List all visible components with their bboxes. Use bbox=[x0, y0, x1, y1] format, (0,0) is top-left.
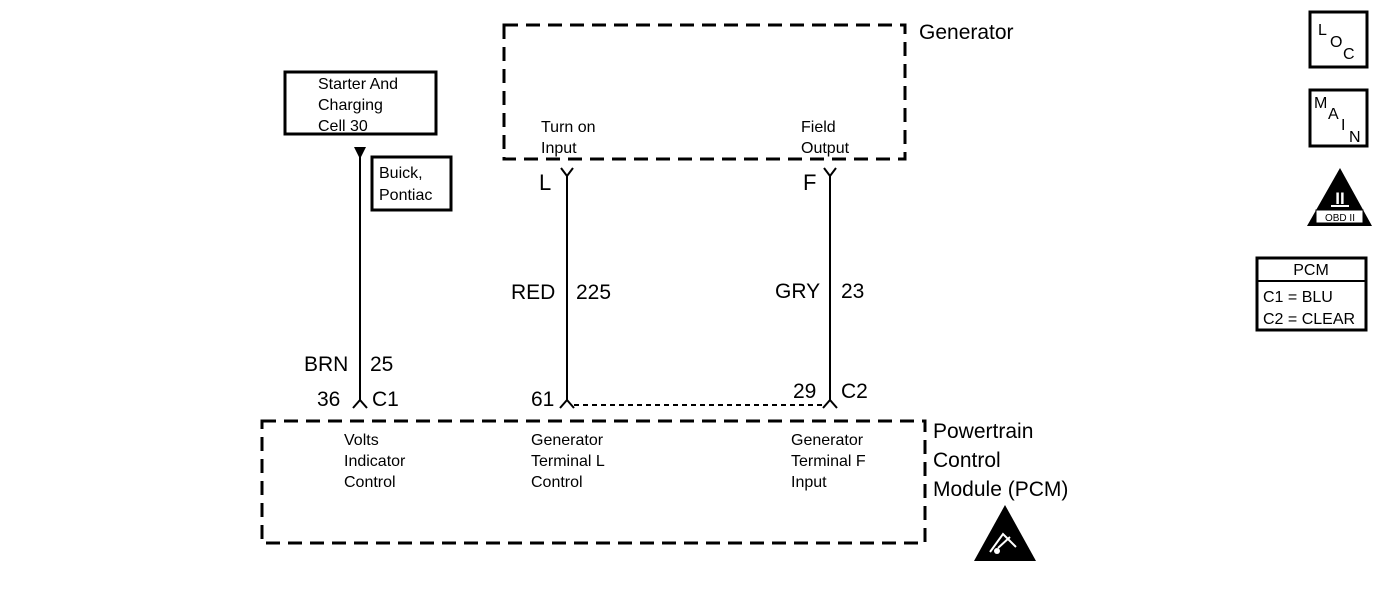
pcm-title-line-1: Powertrain bbox=[933, 420, 1033, 443]
starter-box-line-3: Cell 30 bbox=[318, 118, 368, 135]
generator-title: Generator bbox=[919, 21, 1014, 44]
loc-icon[interactable]: L O C bbox=[1308, 10, 1369, 69]
pcm-func-2-line-1: Generator bbox=[531, 432, 604, 449]
starter-box-line-1: Starter And bbox=[318, 76, 398, 93]
connector-c2-label: C2 bbox=[841, 380, 868, 403]
wire-red-circuit: 225 bbox=[576, 281, 611, 304]
pcm-func-3-line-1: Generator bbox=[791, 432, 864, 449]
wire-brn: BRN 25 36 C1 bbox=[304, 152, 399, 411]
generator-pin-f-icon bbox=[823, 167, 837, 178]
wire-gry-color: GRY bbox=[775, 280, 820, 303]
pcm-title-line-3: Module (PCM) bbox=[933, 478, 1068, 501]
generator-component: Generator Turn on Input Field Output L F bbox=[502, 21, 1014, 195]
wire-brn-circuit: 25 bbox=[370, 353, 393, 376]
loc-icon-letter-2: O bbox=[1330, 34, 1342, 51]
loc-icon-letter-3: C bbox=[1343, 46, 1355, 63]
option-box-line-2: Pontiac bbox=[379, 187, 432, 204]
connector-c1-pin-icon bbox=[352, 398, 368, 409]
generator-pin-l-label-2: Input bbox=[541, 140, 577, 157]
starter-box-line-2: Charging bbox=[318, 97, 383, 114]
generator-pin-f-label-1: Field bbox=[801, 119, 836, 136]
starter-box-outline bbox=[283, 70, 438, 136]
pcm-func-1-line-1: Volts bbox=[344, 432, 379, 449]
generator-pin-l-label-1: Turn on bbox=[541, 119, 596, 136]
generator-pin-l-icon bbox=[560, 167, 574, 178]
main-icon-letter-2: A bbox=[1328, 106, 1339, 123]
generator-terminal-f: F bbox=[803, 170, 816, 195]
legend-header: PCM bbox=[1293, 262, 1329, 279]
wire-gry: GRY 23 29 C2 bbox=[775, 167, 868, 409]
loc-icon-letter-1: L bbox=[1318, 22, 1327, 39]
generator-terminal-l: L bbox=[539, 170, 551, 195]
wire-red: RED 225 61 bbox=[511, 167, 611, 411]
option-note-box: Buick, Pontiac bbox=[370, 155, 453, 212]
pcm-pin-61-icon bbox=[559, 398, 575, 409]
legend-row-c1: C1 = BLU bbox=[1263, 289, 1333, 306]
main-icon[interactable]: M A I N bbox=[1308, 88, 1369, 148]
wire-gry-pin: 29 bbox=[793, 380, 816, 403]
pcm-func-2-line-3: Control bbox=[531, 474, 583, 491]
wire-gry-circuit: 23 bbox=[841, 280, 864, 303]
generator-pin-f-label-2: Output bbox=[801, 140, 850, 157]
generator-outline bbox=[502, 23, 907, 161]
pcm-func-1-line-3: Control bbox=[344, 474, 396, 491]
main-icon-letter-3: I bbox=[1341, 117, 1345, 134]
starter-charging-box: Starter And Charging Cell 30 bbox=[283, 70, 438, 136]
pcm-func-3-line-2: Terminal F bbox=[791, 453, 866, 470]
pcm-outline bbox=[260, 419, 927, 545]
pcm-func-1-line-2: Indicator bbox=[344, 453, 406, 470]
wire-red-pin: 61 bbox=[531, 388, 554, 411]
main-icon-letter-4: N bbox=[1349, 129, 1361, 146]
pcm-func-2-line-2: Terminal L bbox=[531, 453, 605, 470]
obd-ii-icon[interactable]: II OBD II bbox=[1307, 168, 1372, 226]
legend-row-c2: C2 = CLEAR bbox=[1263, 311, 1355, 328]
wire-red-color: RED bbox=[511, 281, 555, 304]
pcm-title-line-2: Control bbox=[933, 449, 1001, 472]
main-icon-letter-1: M bbox=[1314, 95, 1327, 112]
pcm-component: Powertrain Control Module (PCM) Volts In… bbox=[260, 419, 1068, 545]
wire-brn-color: BRN bbox=[304, 353, 348, 376]
pcm-connector-legend: PCM C1 = BLU C2 = CLEAR bbox=[1255, 256, 1368, 332]
obd-ii-symbol: II bbox=[1335, 189, 1344, 208]
wire-brn-pin: 36 bbox=[317, 388, 340, 411]
pcm-func-3-line-3: Input bbox=[791, 474, 827, 491]
connector-c2-pin-icon bbox=[822, 398, 838, 409]
esd-warning-icon bbox=[974, 505, 1036, 561]
obd-ii-label: OBD II bbox=[1325, 213, 1355, 224]
connector-c1-label: C1 bbox=[372, 388, 399, 411]
option-box-outline bbox=[370, 155, 453, 212]
option-box-line-1: Buick, bbox=[379, 165, 423, 182]
